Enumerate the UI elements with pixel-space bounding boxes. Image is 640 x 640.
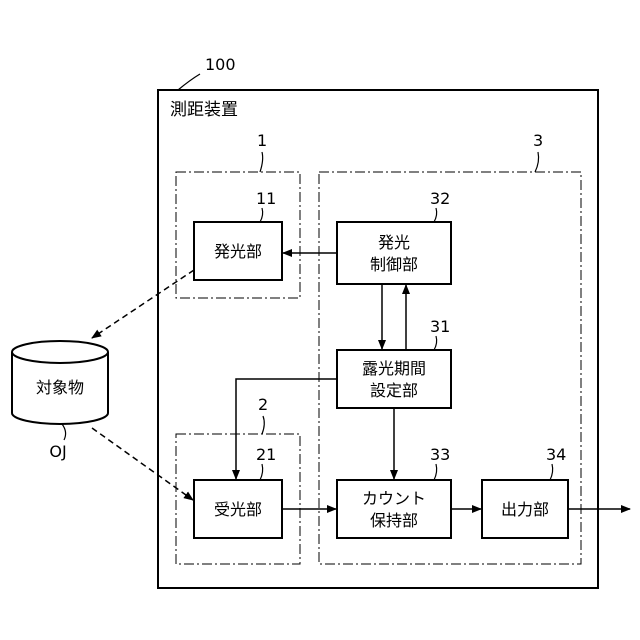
block-emitter-ref: 11 <box>256 189 276 208</box>
light-path-emitter-to-object <box>92 270 194 338</box>
block-count-holding-leader <box>434 464 437 480</box>
arrow-exposure-to-receiver <box>236 379 337 479</box>
light-path-object-to-receiver <box>92 428 193 500</box>
device-leader-line <box>178 74 200 90</box>
object-ref-leader <box>62 424 66 440</box>
group-light-receiver-leader <box>262 416 264 434</box>
block-receiver-label: 受光部 <box>214 500 262 519</box>
block-emission-control-line1: 発光 <box>378 233 410 252</box>
block-count-holding-line2: 保持部 <box>370 511 418 530</box>
group-controller-ref: 3 <box>533 131 543 150</box>
block-exposure-setting-line1: 露光期間 <box>362 359 426 378</box>
block-emitter-leader <box>260 208 263 222</box>
block-exposure-setting-ref: 31 <box>430 317 450 336</box>
block-exposure-setting-leader <box>434 336 437 350</box>
block-exposure-setting-line2: 設定部 <box>370 381 418 400</box>
block-output-leader <box>550 464 553 480</box>
group-controller-leader <box>535 152 539 172</box>
block-count-holding-ref: 33 <box>430 445 450 464</box>
block-output-ref: 34 <box>546 445 566 464</box>
group-light-emitter-leader <box>260 152 263 172</box>
group-light-emitter-ref: 1 <box>257 131 267 150</box>
group-light-receiver-ref: 2 <box>258 395 268 414</box>
block-emission-control <box>337 222 451 284</box>
block-emitter-label: 発光部 <box>214 242 262 261</box>
block-emission-control-line2: 制御部 <box>370 255 418 274</box>
device-ref-label: 100 <box>205 55 236 74</box>
object-label: 対象物 <box>36 378 84 397</box>
block-count-holding-line1: カウント <box>362 489 426 508</box>
block-output-label: 出力部 <box>501 500 549 519</box>
block-emission-control-leader <box>434 208 437 222</box>
block-emission-control-ref: 32 <box>430 189 450 208</box>
block-receiver-leader <box>260 464 263 480</box>
device-title: 測距装置 <box>170 100 238 120</box>
object-ref: OJ <box>49 442 66 461</box>
block-receiver-ref: 21 <box>256 445 276 464</box>
